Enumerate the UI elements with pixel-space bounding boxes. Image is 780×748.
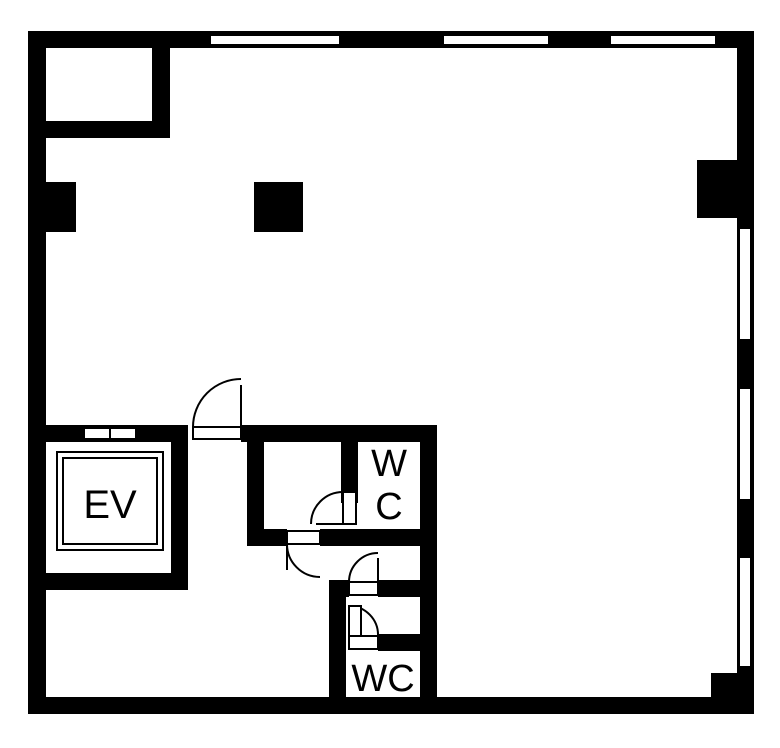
lower-wc-left-wall bbox=[329, 580, 346, 714]
window-right-1 bbox=[738, 227, 752, 341]
service-core bbox=[241, 425, 437, 714]
lower-wc-mid-wall bbox=[378, 580, 437, 597]
lower-wc-inner-wall bbox=[378, 634, 437, 651]
window-right-3 bbox=[738, 556, 752, 668]
elevator-car-inner bbox=[62, 457, 158, 545]
elevator-right-wall bbox=[171, 425, 188, 590]
elevator-area: EV bbox=[28, 425, 188, 590]
door-corridor-swing bbox=[192, 378, 242, 428]
core-divider-wall bbox=[320, 529, 437, 546]
window-top-3 bbox=[609, 34, 717, 46]
window-top-2 bbox=[442, 34, 550, 46]
top-windows bbox=[209, 34, 717, 46]
door-wc-lower-1-swing bbox=[348, 552, 379, 583]
lower-wc-top-wall bbox=[329, 580, 349, 597]
wc-lower-label: WC bbox=[351, 658, 414, 700]
door-wc-upper bbox=[310, 491, 357, 525]
storage-left-wall bbox=[247, 425, 264, 546]
door-corridor-threshold bbox=[192, 426, 242, 440]
storage-bottom-wall-left bbox=[247, 529, 287, 546]
door-storage-threshold bbox=[286, 530, 321, 545]
door-wc-lower-2 bbox=[348, 605, 380, 650]
wc-upper-label-line2: C bbox=[375, 486, 402, 528]
elevator-bottom-wall bbox=[28, 573, 188, 590]
columns bbox=[28, 160, 754, 714]
door-wc-lower-2-panel bbox=[348, 605, 362, 637]
wc-upper-label-line1: W bbox=[371, 443, 407, 485]
door-corridor bbox=[192, 378, 242, 440]
door-wc-lower-2-threshold bbox=[348, 635, 379, 650]
outer-wall-bottom bbox=[28, 697, 754, 714]
column-left bbox=[28, 182, 76, 232]
door-storage-swing bbox=[286, 543, 321, 578]
window-right-2 bbox=[738, 387, 752, 501]
top-left-room-bottom-wall bbox=[28, 121, 170, 138]
door-wc-lower-1-threshold bbox=[348, 581, 379, 596]
top-left-room bbox=[28, 31, 170, 138]
elevator-car bbox=[56, 451, 164, 551]
door-wc-upper-swing bbox=[310, 491, 344, 525]
storage-wc-partition bbox=[341, 425, 358, 503]
window-top-1 bbox=[209, 34, 341, 46]
top-left-room-right-wall bbox=[152, 31, 170, 138]
core-right-wall bbox=[420, 425, 437, 714]
core-top-wall bbox=[241, 425, 437, 442]
door-storage bbox=[286, 530, 321, 578]
column-bottom-right bbox=[711, 673, 754, 714]
column-right bbox=[697, 160, 754, 218]
door-wc-upper-threshold bbox=[342, 491, 357, 525]
column-center bbox=[254, 182, 303, 232]
right-windows bbox=[738, 227, 752, 668]
door-wc-lower-1 bbox=[348, 552, 379, 596]
elevator-label: EV bbox=[83, 483, 137, 527]
